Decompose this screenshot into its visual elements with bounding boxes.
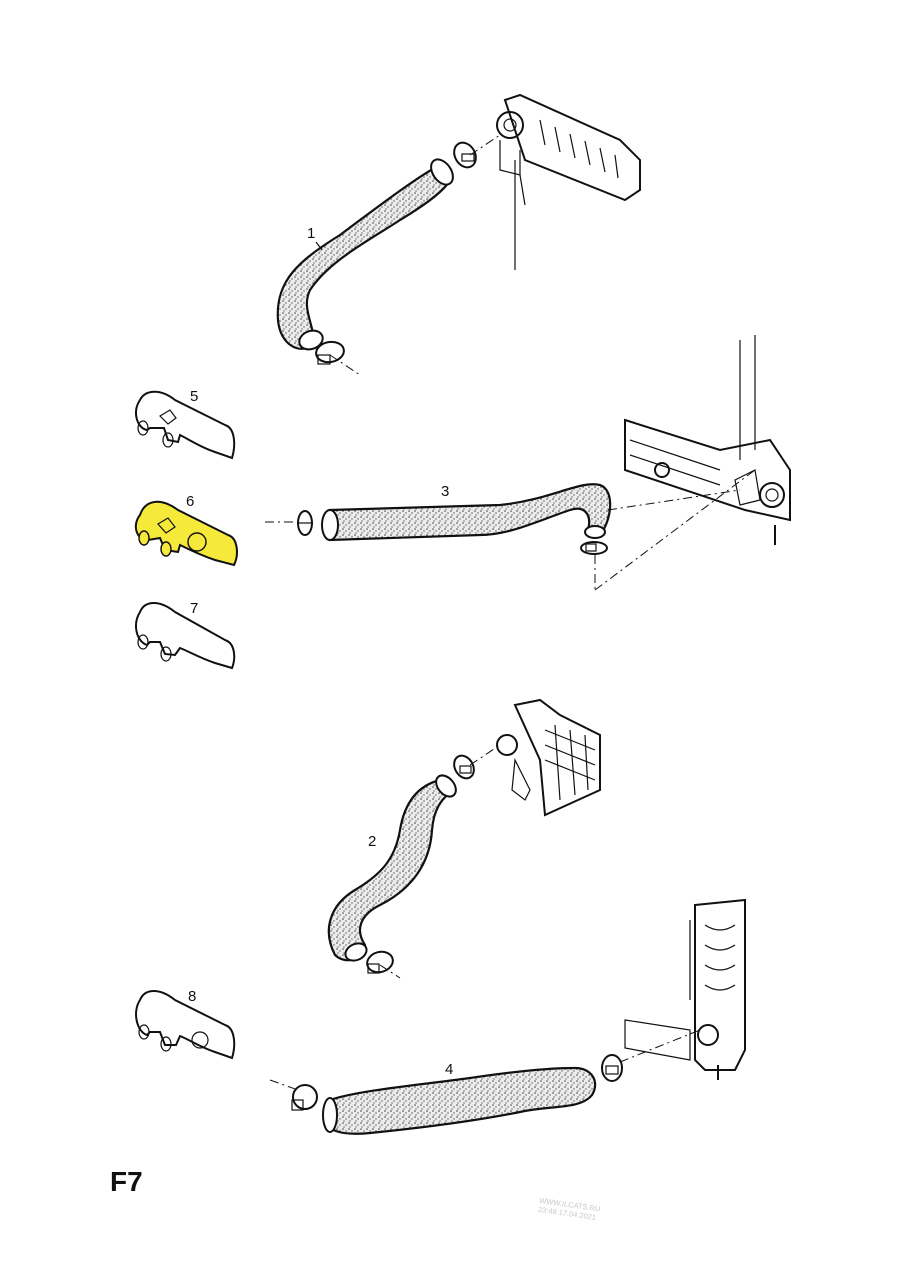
radiator-lower bbox=[624, 898, 746, 1080]
hose-clamp-3a bbox=[297, 510, 313, 536]
hose-clamp-2a bbox=[453, 754, 475, 780]
hose-clamp-3b bbox=[580, 541, 608, 555]
callout-6: 6 bbox=[186, 493, 195, 510]
hose-4[interactable] bbox=[322, 1066, 597, 1135]
callout-3: 3 bbox=[441, 483, 450, 500]
pipe-part-7[interactable] bbox=[135, 602, 236, 670]
pipe-part-5[interactable] bbox=[135, 390, 236, 460]
callout-2: 2 bbox=[368, 833, 377, 850]
callout-7: 7 bbox=[190, 600, 199, 617]
radiator-middle bbox=[624, 335, 791, 545]
hose-clamp-4b bbox=[601, 1054, 623, 1082]
pipe-part-6-highlighted[interactable] bbox=[134, 500, 238, 567]
callout-4: 4 bbox=[445, 1061, 454, 1078]
hose-2[interactable] bbox=[327, 772, 460, 964]
callout-5: 5 bbox=[190, 388, 199, 405]
hose-1[interactable] bbox=[276, 155, 458, 352]
hose-clamp-2b bbox=[366, 950, 394, 974]
callout-1: 1 bbox=[307, 225, 316, 242]
pipe-part-8[interactable] bbox=[135, 990, 236, 1060]
radiator-upper bbox=[496, 93, 641, 270]
callout-8: 8 bbox=[188, 988, 197, 1005]
hose-clamp-1b bbox=[315, 340, 345, 365]
radiator-lower-upper bbox=[496, 698, 601, 817]
page-code: F7 bbox=[110, 1166, 143, 1197]
hose-clamp-4a bbox=[291, 1084, 318, 1111]
hose-3[interactable] bbox=[321, 483, 612, 542]
hose-clamp-1a bbox=[453, 141, 477, 169]
